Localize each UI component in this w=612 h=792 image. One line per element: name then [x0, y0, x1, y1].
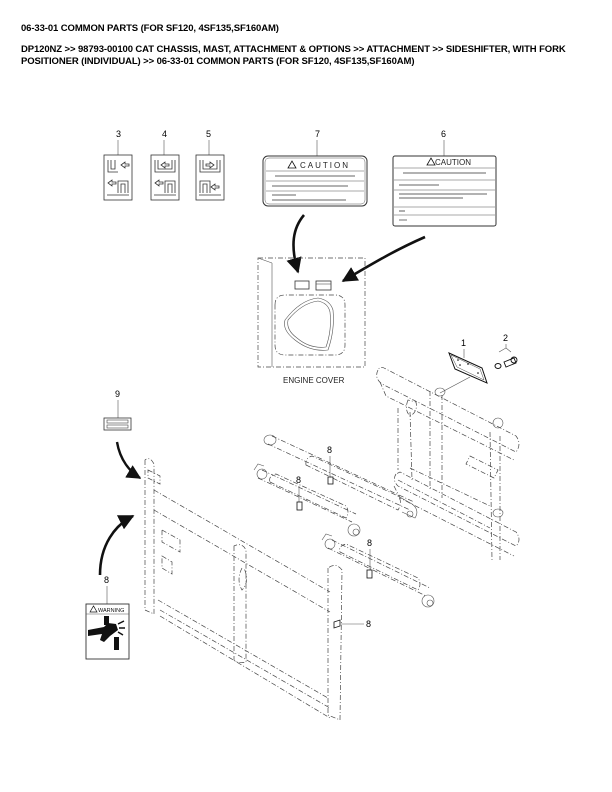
- cylinder-upper[interactable]: 8: [263, 434, 418, 519]
- callout-6: 6: [441, 129, 446, 139]
- decal-8-frame[interactable]: 8: [333, 619, 371, 629]
- callout-3: 3: [116, 129, 121, 139]
- decal-4[interactable]: 4: [150, 129, 180, 201]
- caution-decal-7[interactable]: 7 CAUTION: [262, 129, 368, 207]
- engine-cover-label: ENGINE COVER: [283, 376, 345, 385]
- fork-positioner-frame[interactable]: [144, 458, 343, 721]
- decal-9[interactable]: 9: [103, 389, 132, 431]
- callout-7: 7: [315, 129, 320, 139]
- caution-decal-6[interactable]: 6 CAUTION: [392, 129, 497, 227]
- bolt-2[interactable]: 2: [494, 333, 518, 369]
- caution-7-text: CAUTION: [300, 161, 350, 170]
- callout-8c: 8: [367, 538, 372, 548]
- caution-6-text: CAUTION: [435, 158, 471, 167]
- callout-8d: 8: [366, 619, 371, 629]
- callout-2: 2: [503, 333, 508, 343]
- engine-cover[interactable]: ENGINE COVER: [257, 257, 366, 385]
- page-title: 06-33-01 COMMON PARTS (FOR SF120, 4SF135…: [21, 23, 279, 34]
- breadcrumb: DP120NZ >> 98793-00100 CAT CHASSIS, MAST…: [21, 44, 566, 67]
- decal-5[interactable]: 5: [195, 129, 225, 201]
- callout-9: 9: [115, 389, 120, 399]
- callout-8b: 8: [296, 475, 301, 485]
- callout-1: 1: [461, 338, 466, 348]
- callout-8a: 8: [327, 445, 332, 455]
- callout-5: 5: [206, 129, 211, 139]
- plate-1[interactable]: 1: [439, 338, 488, 394]
- sideshifter-frame[interactable]: [376, 366, 520, 561]
- callout-8e: 8: [104, 575, 109, 585]
- callout-4: 4: [162, 129, 167, 139]
- warning-decal-8[interactable]: 8 WARNING: [85, 575, 130, 660]
- cylinder-lower[interactable]: 8: [321, 533, 435, 608]
- cylinder-middle[interactable]: 8: [253, 463, 361, 537]
- warning-8-text: WARNING: [98, 608, 124, 614]
- decal-3[interactable]: 3: [103, 129, 133, 201]
